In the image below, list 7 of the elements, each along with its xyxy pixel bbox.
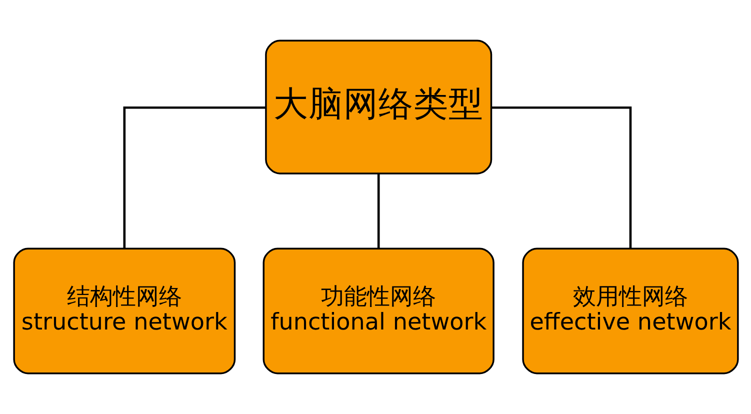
connector [376,174,380,249]
node-box: 结构性网络 structure network [12,248,236,374]
node-box: 功能性网络 functional network [262,248,494,374]
connector [490,106,632,248]
connector [122,106,266,248]
node-box: 大脑网络类型 [264,40,492,174]
node-box: 效用性网络 effective network [522,248,738,374]
